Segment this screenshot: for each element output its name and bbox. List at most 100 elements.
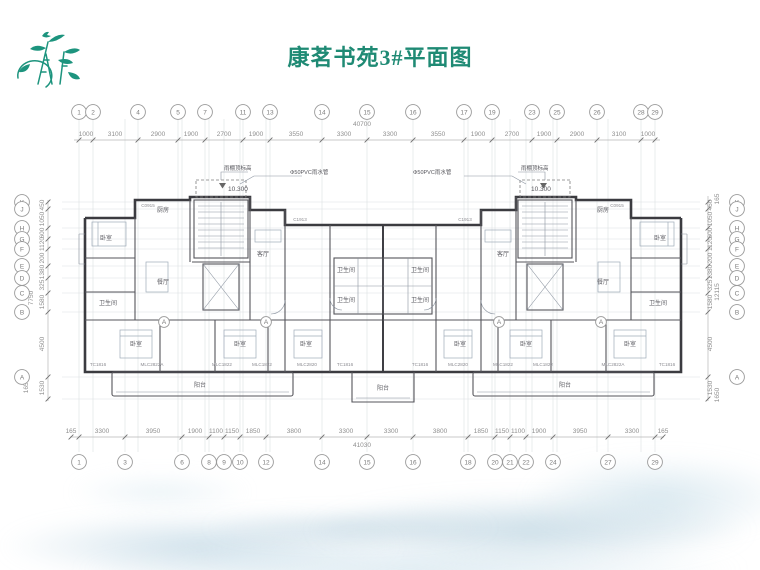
axis-bubble-bottom-label: 24 bbox=[549, 459, 557, 466]
dim-tick bbox=[45, 290, 51, 296]
room-label: 餐厅 bbox=[157, 278, 169, 286]
plan-labels: 卧室厨房餐厅卫生间客厅卫生间卫生间卧室卧室卧室阳台阳台阳台卫生间卫生间客厅卧室厨… bbox=[90, 164, 676, 392]
dim-label: 1100 bbox=[511, 428, 525, 435]
window-code-label: MLC1822 bbox=[252, 362, 272, 367]
dim-tick bbox=[122, 434, 128, 440]
dim-label: 3300 bbox=[337, 131, 352, 138]
room-label: 客厅 bbox=[257, 250, 269, 258]
room-label: 厨房 bbox=[597, 206, 609, 214]
window-code-label: TC1816 bbox=[337, 362, 354, 367]
window-code-label: MLC2822A bbox=[141, 362, 165, 367]
window-code-label: MLC2820 bbox=[297, 362, 317, 367]
axis-bubble-bottom-circle bbox=[502, 454, 518, 470]
dim-total-right: 165 bbox=[714, 193, 721, 204]
axis-bubble-bottom-circle bbox=[216, 454, 232, 470]
room-label: 卫生间 bbox=[411, 296, 429, 304]
dim-label: 450 bbox=[707, 199, 714, 210]
dim-label: 1900 bbox=[249, 131, 264, 138]
axis-bubble-right-label: C bbox=[735, 290, 740, 297]
room-label: 卫生间 bbox=[649, 299, 667, 307]
axis-bubble-right-circle bbox=[729, 241, 745, 257]
axis-bubble-top-label: 26 bbox=[593, 109, 601, 116]
dim-label: 3300 bbox=[95, 428, 110, 435]
axis-bubble-bottom-label: 16 bbox=[409, 459, 417, 466]
room-label: 阳台 bbox=[559, 381, 571, 389]
dim-tick bbox=[523, 434, 529, 440]
axis-bubble-right-label: G bbox=[734, 236, 739, 243]
axis-bubble-right-label: D bbox=[735, 275, 740, 282]
axis-bubble-top-label: 29 bbox=[651, 109, 659, 116]
dim-total-bottom: 41030 bbox=[353, 442, 371, 449]
dim-label: 1150 bbox=[495, 428, 509, 435]
axis-bubble-top-circle bbox=[170, 104, 186, 120]
room-label: 厨房 bbox=[157, 206, 169, 214]
window-code-label: C1913 bbox=[458, 217, 472, 222]
axis-bubble-bottom-label: 6 bbox=[180, 459, 184, 466]
window-code-label: TC1816 bbox=[659, 362, 676, 367]
axis-bubble-top-circle bbox=[130, 104, 146, 120]
axis-grid bbox=[62, 119, 700, 452]
dim-label: 450 bbox=[39, 199, 46, 210]
dim-tick bbox=[492, 434, 498, 440]
dim-tick bbox=[45, 206, 51, 212]
dim-tick bbox=[705, 396, 711, 402]
dim-tick bbox=[68, 434, 74, 440]
dim-tick bbox=[529, 137, 535, 143]
axis-bubble-right-label: B bbox=[735, 309, 739, 316]
dim-tick bbox=[202, 137, 208, 143]
dim-label: 165 bbox=[66, 428, 77, 435]
axis-bubble-top-circle bbox=[85, 104, 101, 120]
unit-marker-circle bbox=[158, 316, 170, 328]
axis-bubble-top-circle bbox=[549, 104, 565, 120]
dim-tick bbox=[240, 137, 246, 143]
dim-label: 3550 bbox=[431, 131, 446, 138]
dim-tick bbox=[319, 434, 325, 440]
unit-marker-label: A bbox=[162, 319, 167, 326]
dim-label: 3300 bbox=[383, 131, 398, 138]
dim-tick bbox=[45, 225, 51, 231]
dim-label: 3950 bbox=[146, 428, 161, 435]
dim-label: 3950 bbox=[573, 428, 588, 435]
dim-tick bbox=[364, 137, 370, 143]
dim-tick bbox=[605, 434, 611, 440]
dim-tick bbox=[90, 137, 96, 143]
dim-label: 600 bbox=[39, 227, 46, 238]
dim-label: 1380 bbox=[707, 264, 714, 279]
axis-bubble-right-label: F bbox=[735, 246, 739, 253]
room-label: 卧室 bbox=[454, 340, 466, 348]
dim-tick bbox=[705, 236, 711, 242]
axis-bubble-top-label: 5 bbox=[176, 109, 180, 116]
window-code-label: C0915 bbox=[141, 203, 155, 208]
axis-bubble-top-label: 13 bbox=[266, 109, 274, 116]
axis-bubble-bottom-label: 21 bbox=[506, 459, 514, 466]
dim-label: 3300 bbox=[384, 428, 399, 435]
dim-label: 325 bbox=[707, 279, 714, 290]
dim-tick bbox=[45, 275, 51, 281]
axis-bubble-top-circle bbox=[405, 104, 421, 120]
dim-label: 1850 bbox=[474, 428, 489, 435]
annotation-label: 10.300 bbox=[228, 186, 248, 193]
axis-bubble-left-label: G bbox=[19, 236, 24, 243]
axis-bubble-bottom-circle bbox=[405, 454, 421, 470]
dim-label: 3300 bbox=[625, 428, 640, 435]
axis-bubble-bottom-circle bbox=[174, 454, 190, 470]
axis-bubble-top-circle bbox=[262, 104, 278, 120]
axis-bubble-bottom-label: 18 bbox=[464, 459, 472, 466]
dim-label: 4500 bbox=[707, 336, 714, 351]
dim-tick bbox=[45, 374, 51, 380]
axis-bubble-bottom-circle bbox=[518, 454, 534, 470]
dim-label: 1900 bbox=[184, 131, 199, 138]
dim-tick bbox=[705, 263, 711, 269]
axis-bubble-right-circle bbox=[729, 304, 745, 320]
dim-tick bbox=[705, 374, 711, 380]
room-label: 卫生间 bbox=[99, 299, 117, 307]
axis-bubble-top-circle bbox=[235, 104, 251, 120]
axis-bubble-left-label: D bbox=[20, 275, 25, 282]
axis-bubble-top-label: 19 bbox=[488, 109, 496, 116]
axis-bubble-top-circle bbox=[314, 104, 330, 120]
dim-tick bbox=[507, 434, 513, 440]
axis-bubble-top-label: 7 bbox=[203, 109, 207, 116]
room-label: 卫生间 bbox=[411, 266, 429, 274]
room-label: 卫生间 bbox=[337, 266, 355, 274]
